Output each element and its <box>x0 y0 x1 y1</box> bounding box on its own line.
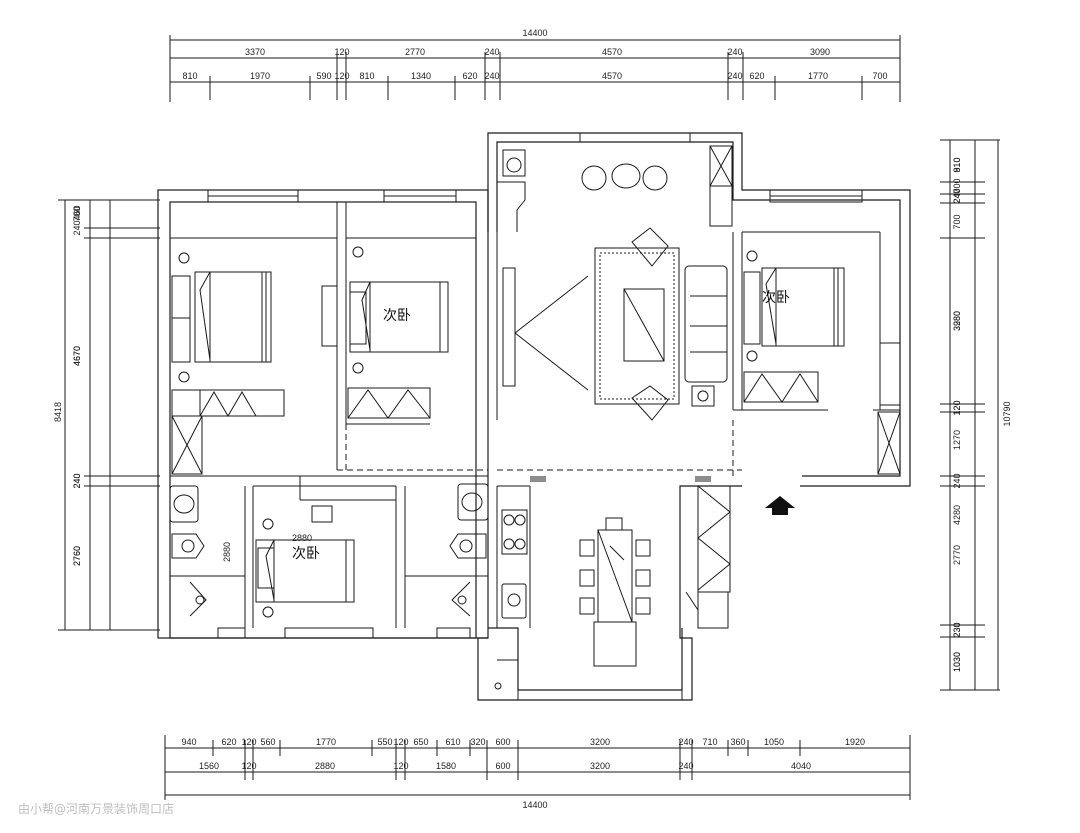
dim-top-row2-0: 3370 <box>245 47 265 57</box>
dim-top-row2-4: 4570 <box>602 47 622 57</box>
dim-bottom-row1-7: 650 <box>413 737 428 747</box>
dim-right-col-7: 3980 <box>952 311 962 331</box>
dim-bottom-row2-6: 3200 <box>590 761 610 771</box>
dim-bottom-row1-4: 1770 <box>316 737 336 747</box>
room-label-bedroom-right: 次卧 <box>762 290 790 306</box>
dim-bottom-row2-7: 240 <box>678 761 693 771</box>
dim-top-row2-1: 120 <box>334 47 349 57</box>
dim-left-col-4: 4670 <box>72 346 82 366</box>
room-label-bedroom-middle: 次卧 <box>383 308 411 324</box>
dim-top-row3-1: 1970 <box>250 71 270 81</box>
dim-right-col-10: 1270 <box>952 430 962 450</box>
dim-left-col-5: 240 <box>72 473 82 488</box>
dimension-labels: 14400 14400 2880 2880 8418 10790 <box>53 28 1012 810</box>
dim-right-col-17: 1030 <box>952 652 962 672</box>
dim-right-total: 10790 <box>1002 401 1012 426</box>
dim-bottom-row2-2: 2880 <box>315 761 335 771</box>
dim-right-col-16: 1030 <box>952 652 962 672</box>
dim-top-row2-2: 2770 <box>405 47 425 57</box>
dim-bottom-row1-15: 1050 <box>764 737 784 747</box>
dim-bottom-row1-3: 560 <box>260 737 275 747</box>
dim-top-row3-6: 620 <box>462 71 477 81</box>
dim-top-row3-10: 620 <box>749 71 764 81</box>
dim-bottom-row1-12: 240 <box>678 737 693 747</box>
dim-bottom-row2-0: 1560 <box>199 761 219 771</box>
dim-left-col-7: 2760 <box>72 546 82 566</box>
dim-bottom-row1-8: 610 <box>445 737 460 747</box>
dim-right-col-14: 230 <box>952 622 962 637</box>
dim-bottom-row1-14: 360 <box>730 737 745 747</box>
dim-left-col-6: 240 <box>72 473 82 488</box>
dim-top-row3-4: 810 <box>359 71 374 81</box>
dim-bottom-row2-4: 1580 <box>436 761 456 771</box>
dim-bottom-row1-9: 320 <box>470 737 485 747</box>
dim-left-col-8: 2760 <box>72 546 82 566</box>
dim-top-row3-3: 120 <box>334 71 349 81</box>
dim-right-col-8: 120 <box>952 400 962 415</box>
dim-left-col-0: 700 <box>72 206 82 221</box>
dim-top-row2-5: 240 <box>727 47 742 57</box>
dim-inner-height: 2880 <box>222 542 232 562</box>
dim-top-row3-2: 590 <box>316 71 331 81</box>
dim-bottom-row1-10: 600 <box>495 737 510 747</box>
dim-bottom-row1-6: 120 <box>393 737 408 747</box>
dim-top-row2-6: 3090 <box>810 47 830 57</box>
dim-top-row3-0: 810 <box>182 71 197 81</box>
dim-top-row2-3: 240 <box>484 47 499 57</box>
dim-bottom-row1-5: 550 <box>377 737 392 747</box>
dim-right-col-6: 3280 <box>952 311 962 331</box>
dim-left-col-3: 4670 <box>72 346 82 366</box>
dim-right-col-4: 240 <box>952 188 962 203</box>
dim-bottom-row2-8: 4040 <box>791 761 811 771</box>
dim-bottom-row2-5: 600 <box>495 761 510 771</box>
dim-right-col-9: 120 <box>952 400 962 415</box>
dim-top-row3-5: 1340 <box>411 71 431 81</box>
entry-arrow-icon <box>765 496 795 515</box>
dim-left-col-2: 460 <box>72 205 82 220</box>
dim-top-row3-9: 240 <box>727 71 742 81</box>
dim-top-total: 14400 <box>522 28 547 38</box>
dim-bottom-total: 14400 <box>522 800 547 810</box>
dim-top-row3-11: 1770 <box>808 71 828 81</box>
dim-top-row3-8: 4570 <box>602 71 622 81</box>
dim-bottom-row1-13: 710 <box>702 737 717 747</box>
dim-right-col-13: 2770 <box>952 545 962 565</box>
dim-right-col-3: 240 <box>952 188 962 203</box>
room-label-bedroom-bottom: 次卧 <box>292 546 320 562</box>
dim-right-col-2: 700 <box>952 178 962 193</box>
dim-top-row3-7: 240 <box>484 71 499 81</box>
dim-left-col-1: 240 <box>72 220 82 235</box>
dim-top-row3-12: 700 <box>872 71 887 81</box>
dim-right-col-11: 240 <box>952 473 962 488</box>
dim-bottom-row1-16: 1920 <box>845 737 865 747</box>
watermark: 由小帮@河南万景装饰周口店 <box>18 802 175 816</box>
dim-inner-width: 2880 <box>292 533 312 543</box>
dim-bottom-row2-3: 120 <box>393 761 408 771</box>
dim-left-total: 8418 <box>53 402 63 422</box>
dim-right-col-0: 810 <box>952 157 962 172</box>
dim-bottom-row1-2: 120 <box>241 737 256 747</box>
dim-bottom-row2-1: 120 <box>241 761 256 771</box>
dim-bottom-row1-0: 940 <box>181 737 196 747</box>
dim-bottom-row1-1: 620 <box>221 737 236 747</box>
dim-bottom-row1-11: 3200 <box>590 737 610 747</box>
dim-right-col-1: 910 <box>952 157 962 172</box>
dim-right-col-5: 700 <box>952 214 962 229</box>
dim-right-col-15: 230 <box>952 622 962 637</box>
dim-right-col-12: 4280 <box>952 505 962 525</box>
